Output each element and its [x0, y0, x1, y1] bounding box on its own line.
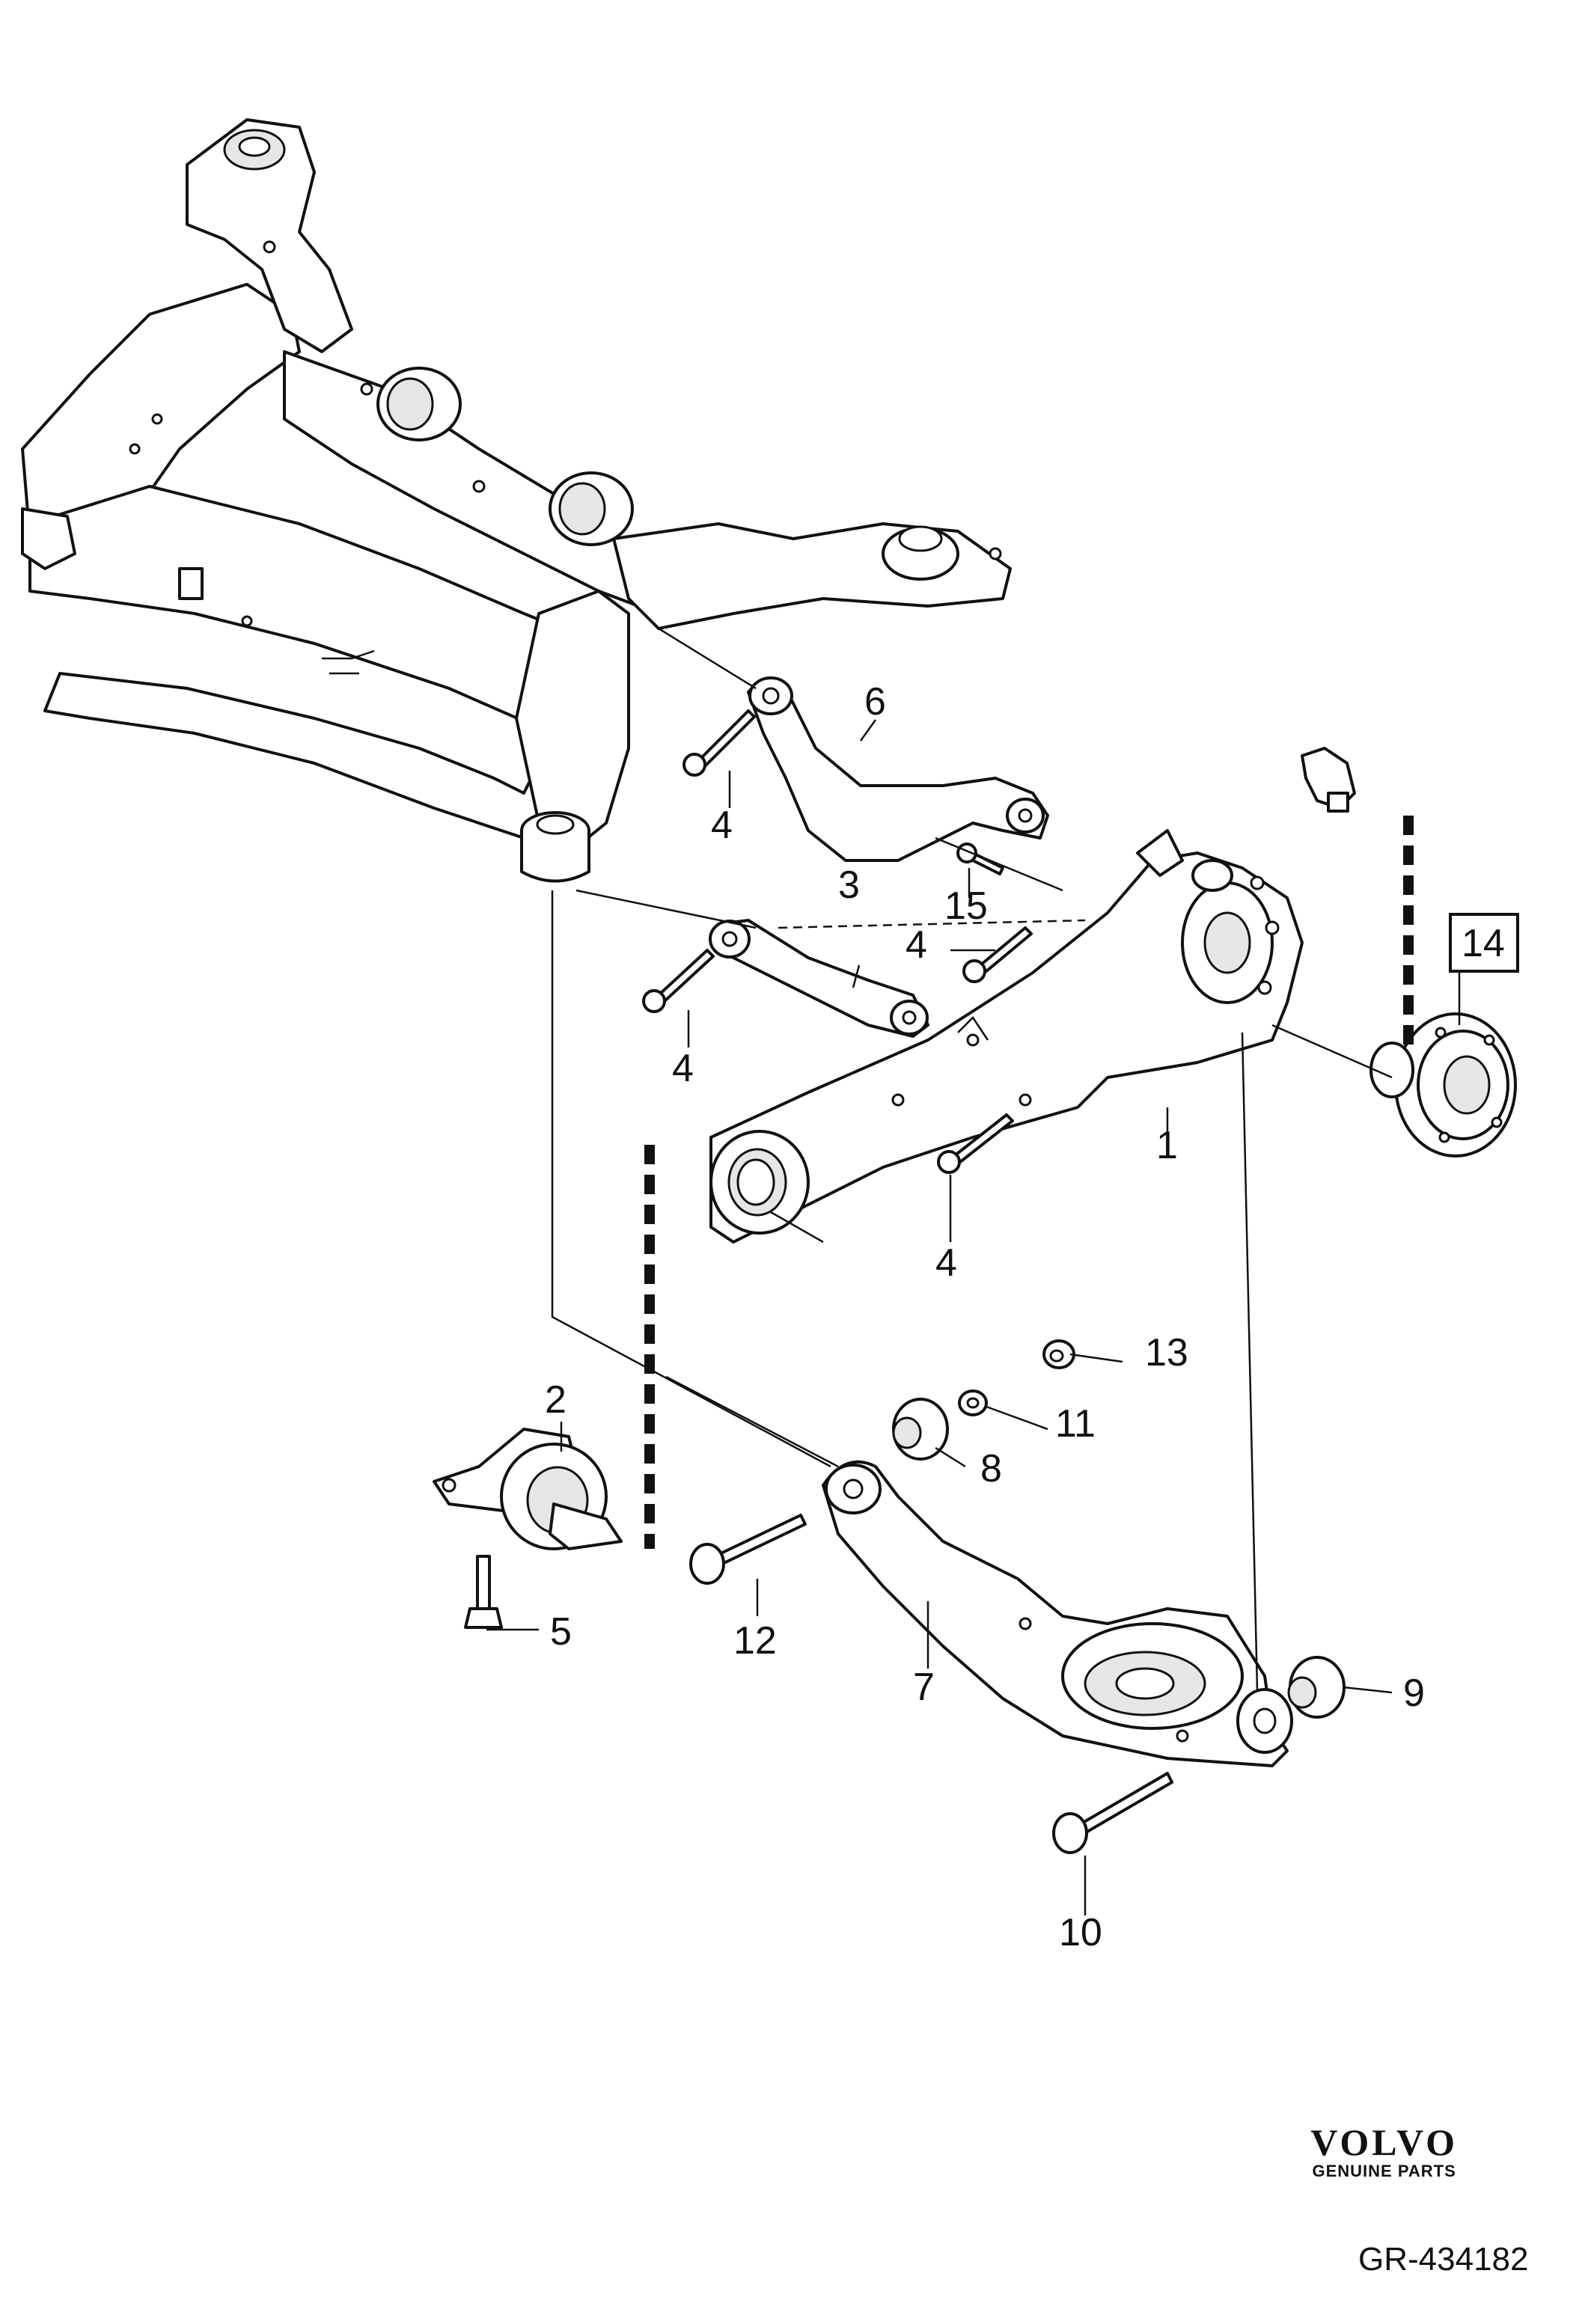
callout-12: 12 — [733, 1619, 777, 1663]
subframe — [21, 118, 1012, 883]
callout-11: 11 — [1055, 1402, 1096, 1446]
callout-4b: 4 — [906, 923, 927, 967]
callout-2: 2 — [545, 1378, 567, 1422]
callout-15: 15 — [944, 884, 988, 928]
abs-sensor — [1301, 747, 1356, 813]
bushing-9 — [1287, 1656, 1346, 1719]
boxed-callout-frame — [1449, 913, 1519, 973]
callout-5: 5 — [550, 1610, 572, 1654]
callout-4a: 4 — [711, 804, 733, 847]
lower-spring-arm — [822, 1460, 1293, 1767]
nut-13 — [1042, 1339, 1075, 1369]
callout-8: 8 — [980, 1447, 1002, 1490]
callout-4c: 4 — [672, 1047, 694, 1090]
trailing-arm-knuckle — [709, 829, 1304, 1244]
callout-9: 9 — [1403, 1672, 1425, 1715]
diagram-reference: GR-434182 — [1358, 2241, 1529, 2278]
bolt-4-upper — [682, 709, 756, 777]
callout-7: 7 — [913, 1666, 935, 1709]
lower-link-arm — [709, 919, 929, 1038]
bushing-8 — [892, 1398, 949, 1461]
callout-10: 10 — [1059, 1911, 1102, 1954]
brand-block: VOLVO GENUINE PARTS — [1310, 2123, 1458, 2182]
callout-labels: 6 4 3 15 4 4 1 4 13 2 11 8 5 12 7 9 10 1… — [545, 680, 1519, 1954]
upper-control-arm — [747, 676, 1049, 862]
callout-6: 6 — [864, 680, 886, 724]
callout-1: 1 — [1156, 1124, 1178, 1167]
bolt-15 — [956, 843, 1004, 875]
callout-14: 14 — [1462, 922, 1505, 965]
callout-3: 3 — [838, 863, 860, 907]
leader-lines — [486, 627, 1461, 1915]
callout-13: 13 — [1145, 1331, 1188, 1374]
bolt-4-lower — [937, 1113, 1014, 1174]
genuine-parts-label: GENUINE PARTS — [1312, 2162, 1456, 2180]
wheel-hub-bearing — [1369, 1012, 1517, 1158]
bolt-12 — [689, 1514, 807, 1585]
volvo-logo: VOLVO — [1310, 2121, 1458, 2163]
bolt-4-link — [642, 949, 715, 1013]
bolt-4-right — [962, 926, 1033, 983]
callout-4d: 4 — [935, 1241, 957, 1285]
bolt-10 — [1052, 1772, 1173, 1854]
bolt-5 — [464, 1555, 503, 1629]
bushing-bracket — [433, 1428, 623, 1550]
washer-11 — [958, 1389, 988, 1416]
